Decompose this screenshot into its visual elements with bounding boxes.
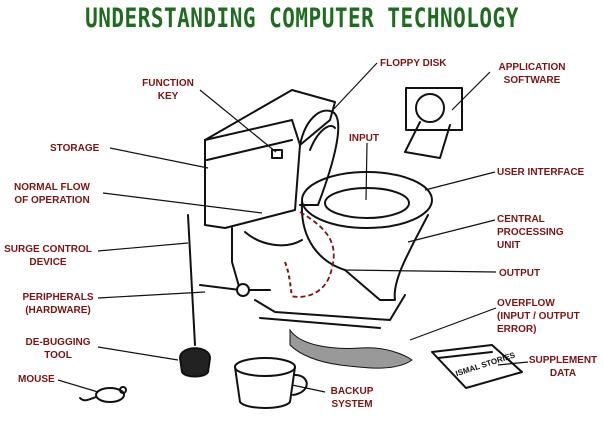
- label-input: INPUT: [349, 133, 379, 144]
- label-output: OUTPUT: [499, 268, 541, 279]
- pointer-storage: [109, 147, 209, 169]
- label-mouse: MOUSE: [18, 374, 55, 385]
- paper-sheet: [404, 121, 451, 159]
- pointer-peripherals: [97, 291, 206, 299]
- label-cpu: CENTRAL PROCESSING UNIT: [497, 214, 564, 251]
- label-debugging: DE-BUGGING TOOL: [25, 337, 91, 361]
- pointer-floppy-disk: [330, 62, 378, 113]
- pointer-surge: [97, 242, 189, 252]
- label-overflow: OVERFLOW (INPUT / OUTPUT ERROR): [497, 298, 580, 335]
- pointer-backup: [291, 384, 326, 393]
- label-backup: BACKUP SYSTEM: [330, 386, 374, 410]
- label-storage: STORAGE: [50, 143, 100, 154]
- toilet-lid: [299, 109, 340, 206]
- label-normal-flow: NORMAL FLOW OF OPERATION: [14, 182, 90, 206]
- label-supplement: SUPPLEMENT DATA: [528, 355, 598, 379]
- supply-pipe: [231, 227, 241, 291]
- pointer-user-interface: [424, 171, 496, 191]
- label-floppy-disk: FLOPPY DISK: [380, 58, 447, 69]
- pointer-function-key: [199, 89, 277, 153]
- page-title: UNDERSTANDING COMPUTER TECHNOLOGY: [85, 3, 519, 33]
- pointer-cpu: [407, 219, 496, 243]
- pointer-output: [343, 269, 497, 273]
- pointer-input: [365, 142, 368, 201]
- label-surge-control: SURGE CONTROL DEVICE: [4, 244, 92, 268]
- pointer-supplement: [497, 361, 529, 366]
- toilet-seat: [301, 171, 433, 229]
- label-peripherals: PERIPHERALS (HARDWARE): [22, 292, 94, 316]
- backup-bucket-rim: [234, 357, 296, 377]
- label-function-key: FUNCTION KEY: [142, 78, 194, 102]
- label-application-software: APPLICATION SOFTWARE: [498, 62, 566, 86]
- pointer-normal-flow: [102, 192, 263, 214]
- plunger-handle: [187, 214, 196, 346]
- pointer-mouse: [57, 379, 99, 393]
- mouse-body: [95, 387, 125, 403]
- overflow-puddle: [289, 328, 413, 369]
- plunger-cup: [179, 347, 211, 378]
- label-user-interface: USER INTERFACE: [497, 167, 585, 178]
- paper-holder: [405, 87, 463, 131]
- toilet-bowl: [300, 201, 429, 301]
- flow-line: [289, 211, 335, 298]
- pointer-overflow: [409, 307, 497, 341]
- backup-bucket: [234, 366, 296, 409]
- flush-handle: [271, 149, 283, 159]
- pointer-application: [451, 71, 491, 111]
- toilet-base: [254, 294, 406, 321]
- bowl-opening: [324, 187, 410, 219]
- pointer-debugging: [97, 346, 179, 361]
